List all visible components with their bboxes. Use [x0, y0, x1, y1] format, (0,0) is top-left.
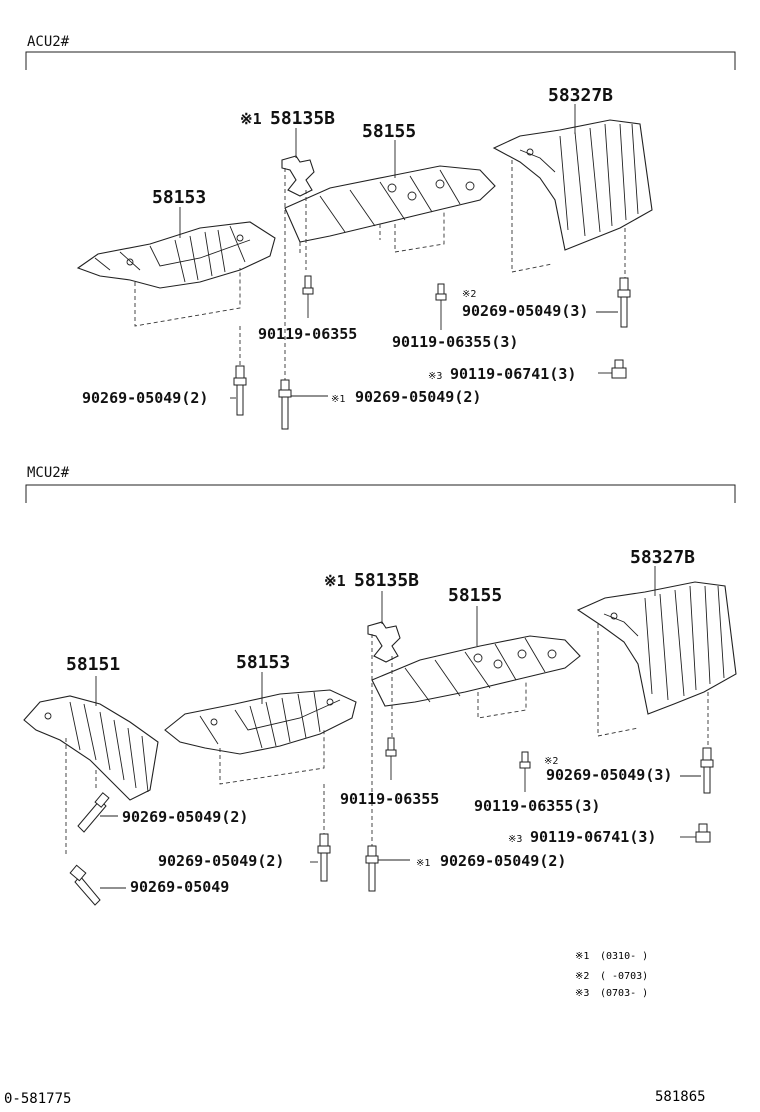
- label-58135b-mcu: 58135B: [354, 570, 419, 591]
- label-90119-06355-3-mcu: 90119-06355(3): [474, 797, 600, 815]
- bolt-90269-05049-mcu: [69, 864, 101, 906]
- label-90269-05049-mcu: 90269-05049: [130, 878, 229, 896]
- label-90269-05049-2b-acu: 90269-05049(2): [355, 388, 481, 406]
- bolt-90269-05049-2c-mcu: [365, 845, 379, 892]
- bolt-90269-05049-2b-mcu: [317, 833, 331, 882]
- label-90119-06741-3-mcu: 90119-06741(3): [530, 828, 656, 846]
- label-58155-mcu: 58155: [448, 585, 502, 606]
- label-90269-05049-2c-mcu: 90269-05049(2): [440, 852, 566, 870]
- footer-left-code: 0-581775: [4, 1091, 71, 1107]
- note-2-text: ( -0703): [600, 971, 648, 982]
- footer-right-code: 581865: [655, 1089, 706, 1105]
- mark3-acu: ※3: [428, 371, 442, 382]
- bolt-90269-05049-3-acu: [617, 277, 631, 328]
- label-58153-mcu: 58153: [236, 652, 290, 673]
- mark-58135b-acu: ※1: [240, 110, 262, 128]
- label-58327b-mcu: 58327B: [630, 547, 695, 568]
- section-header-mcu: MCU2#: [27, 465, 70, 481]
- section-bracket-acu: [25, 51, 736, 70]
- bolt-90269-05049-2a-acu: [233, 365, 247, 416]
- part-58135b-mcu: [367, 621, 401, 663]
- bolt-90269-05049-3-mcu: [700, 747, 714, 794]
- note-1-mark: ※1: [575, 951, 589, 962]
- part-58153-acu: [76, 221, 276, 289]
- section-bracket-mcu: [25, 484, 736, 503]
- bolt-90119-06355-3-mcu: [519, 751, 531, 792]
- part-58155-mcu: [371, 635, 581, 707]
- part-58327b-mcu: [576, 581, 737, 715]
- part-58135b-acu: [281, 155, 315, 197]
- mark-58135b-mcu: ※1: [324, 572, 346, 590]
- note-1-text: (0310- ): [600, 951, 648, 962]
- mark3-mcu: ※3: [508, 834, 522, 845]
- mark1b-acu: ※1: [331, 394, 345, 405]
- bolt-90269-05049-2a-mcu: [77, 792, 110, 833]
- label-58151-mcu: 58151: [66, 654, 120, 675]
- label-90269-05049-3-mcu: 90269-05049(3): [546, 766, 672, 784]
- part-58327b-acu: [492, 119, 653, 251]
- bolt-90119-06741-3-acu: [611, 359, 627, 379]
- part-58151-mcu: [23, 695, 159, 801]
- notes-block: ※1 (0310- ) ※2 ( -0703) ※3 (0703- ): [575, 951, 648, 999]
- note-2-mark: ※2: [575, 971, 589, 982]
- mark2-mcu: ※2: [544, 756, 558, 767]
- label-90119-06741-3-acu: 90119-06741(3): [450, 365, 576, 383]
- part-58153-mcu: [164, 689, 357, 755]
- label-58135b-acu: 58135B: [270, 108, 335, 129]
- note-3-text: (0703- ): [600, 988, 648, 999]
- mark2-acu: ※2: [462, 289, 476, 300]
- label-90269-05049-2a-mcu: 90269-05049(2): [122, 808, 248, 826]
- bolt-90119-06355-acu: [302, 275, 314, 318]
- label-58155-acu: 58155: [362, 121, 416, 142]
- bolt-90119-06741-3-mcu: [695, 823, 711, 843]
- bolt-90269-05049-2b-acu: [278, 379, 292, 430]
- label-90269-05049-2b-mcu: 90269-05049(2): [158, 852, 284, 870]
- label-58327b-acu: 58327B: [548, 85, 613, 106]
- note-3-mark: ※3: [575, 988, 589, 999]
- label-90269-05049-3-acu: 90269-05049(3): [462, 302, 588, 320]
- section-header-acu: ACU2#: [27, 34, 70, 50]
- bolt-90119-06355-3-acu: [435, 283, 447, 330]
- mark1b-mcu: ※1: [416, 858, 430, 869]
- label-90269-05049-2a-acu: 90269-05049(2): [82, 389, 208, 407]
- label-90119-06355-3-acu: 90119-06355(3): [392, 333, 518, 351]
- label-58153-acu: 58153: [152, 187, 206, 208]
- label-90119-06355-acu: 90119-06355: [258, 325, 357, 343]
- part-58155-acu: [284, 165, 496, 243]
- label-90119-06355-mcu: 90119-06355: [340, 790, 439, 808]
- bolt-90119-06355-mcu: [385, 737, 397, 780]
